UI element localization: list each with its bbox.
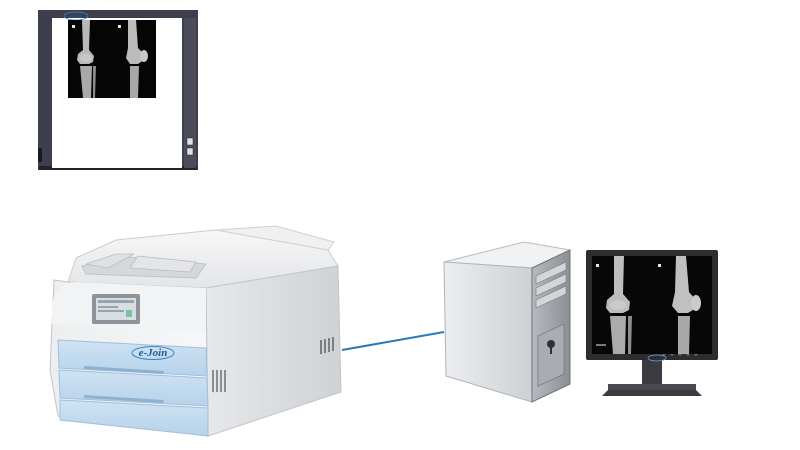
connection-cable — [340, 330, 446, 354]
xray-film — [68, 20, 156, 98]
printer-logo: e-Join — [130, 344, 176, 362]
dry-film-printer — [46, 220, 346, 440]
svg-text:e-Join: e-Join — [69, 15, 82, 20]
monitor-logo — [646, 354, 668, 362]
brand-text: e-Join — [138, 347, 168, 359]
monitor-screen — [592, 256, 712, 354]
desktop-tower — [440, 236, 574, 406]
